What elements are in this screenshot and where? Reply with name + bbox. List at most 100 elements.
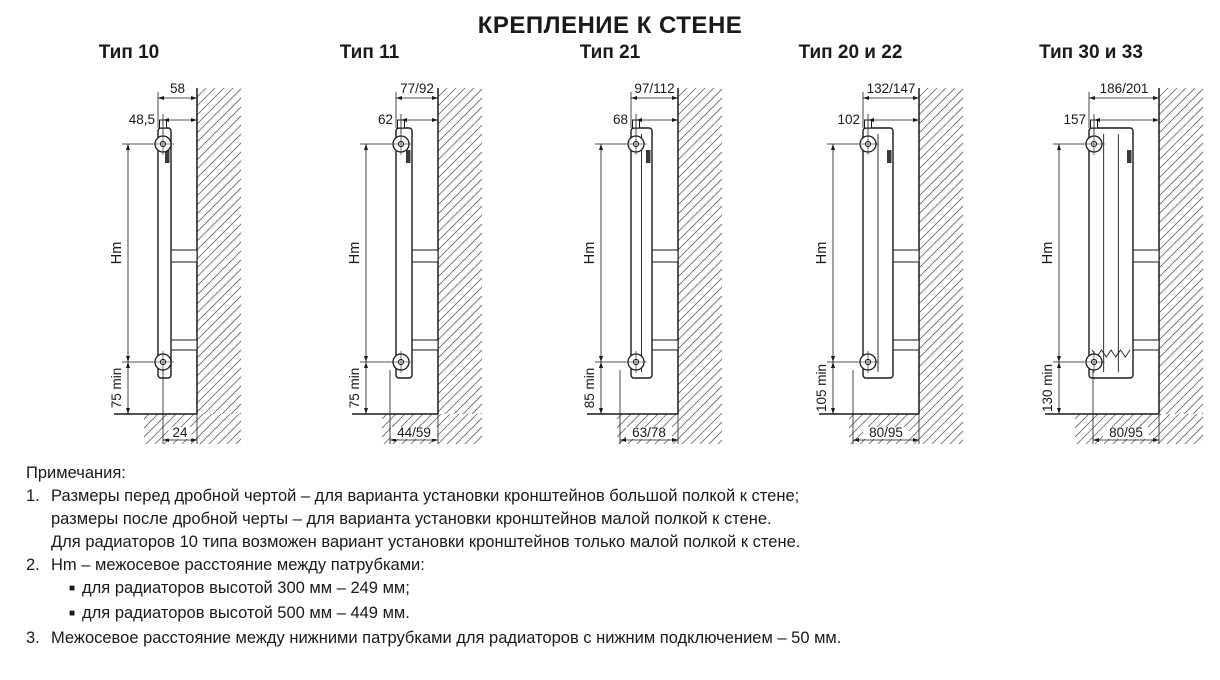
- dimension-arrows: [830, 96, 919, 442]
- pipe-port: [389, 133, 412, 155]
- dim-bottom-label: 80/95: [1109, 425, 1143, 440]
- bullet-square-icon: ■: [69, 608, 76, 619]
- page-title: КРЕПЛЕНИЕ К СТЕНЕ: [477, 12, 743, 39]
- bullet-text: для радиаторов высотой 300 мм – 249 мм;: [82, 579, 410, 597]
- bullet-square-icon: ■: [69, 583, 76, 594]
- wall-bracket: [411, 249, 438, 351]
- dim-floor-min-label: 75 min: [347, 368, 362, 409]
- radiator-body: [1088, 119, 1134, 379]
- dim-bottom-label: 24: [172, 425, 188, 440]
- radiator-body: [157, 119, 172, 379]
- wall-bracket: [892, 249, 919, 351]
- note-line: размеры после дробной черты – для вариан…: [51, 510, 772, 528]
- dim-hm-label: Hm: [582, 242, 598, 265]
- radiator-body: [630, 119, 653, 379]
- bullet-text: для радиаторов высотой 500 мм – 449 мм.: [82, 604, 410, 622]
- wall-bracket: [651, 249, 679, 351]
- radiator-body: [394, 119, 413, 379]
- note-item-1: 1. Размеры перед дробной чертой – для ва…: [26, 485, 1220, 554]
- pipe-port: [1083, 351, 1105, 373]
- dim-overall-depth-label: 77/92: [400, 81, 434, 96]
- bullet-item: ■ для радиаторов высотой 500 мм – 449 мм…: [69, 602, 1220, 627]
- wall-hatching: [678, 88, 722, 414]
- dim-hm-label: Hm: [814, 242, 830, 265]
- dim-bottom-label: 44/59: [397, 425, 431, 440]
- dim-overall-depth-label: 186/201: [1100, 81, 1149, 96]
- dimension-arrows: [126, 96, 197, 442]
- note-body: Межосевое расстояние между нижними патру…: [51, 627, 1220, 650]
- note-item-2: 2. Hm – межосевое расстояние между патру…: [26, 554, 1220, 627]
- note-item-3: 3. Межосевое расстояние между нижними па…: [26, 627, 1220, 650]
- bullet-item: ■ для радиаторов высотой 300 мм – 249 мм…: [69, 577, 1220, 602]
- wall-hatching: [197, 88, 241, 414]
- pipe-port: [1083, 133, 1105, 155]
- pipe-port: [856, 133, 879, 155]
- note-body: Hm – межосевое расстояние между патрубка…: [51, 554, 1220, 627]
- note-line: Для радиаторов 10 типа возможен вариант …: [51, 533, 801, 551]
- dim-axis-to-wall-label: 157: [1063, 112, 1086, 127]
- wall-bracket: [170, 249, 198, 351]
- pipe-port: [389, 351, 412, 373]
- dimension-arrows: [1057, 96, 1159, 442]
- note-number: 2.: [26, 556, 40, 574]
- note-line: Межосевое расстояние между нижними патру…: [51, 629, 842, 647]
- wall-hatching: [437, 88, 482, 414]
- dim-floor-min-label: 75 min: [109, 368, 124, 409]
- diagram-title-tip-11: Тип 11: [339, 42, 400, 63]
- diagram-title-tip-20-22: Тип 20 и 22: [798, 42, 903, 63]
- notes-heading: Примечания:: [26, 464, 126, 482]
- dim-floor-min-label: 85 min: [582, 368, 597, 409]
- dim-axis-to-wall-label: 68: [613, 112, 628, 127]
- dimension-lines: [1053, 92, 1160, 444]
- dimension-lines: [595, 92, 679, 444]
- note-line: Размеры перед дробной чертой – для вариа…: [51, 487, 800, 505]
- floor-hatching: [144, 414, 241, 444]
- note-line: Hm – межосевое расстояние между патрубка…: [51, 556, 425, 574]
- note-body: Размеры перед дробной чертой – для вариа…: [51, 485, 1220, 554]
- dimension-lines: [359, 92, 438, 444]
- dim-bottom-label: 63/78: [632, 425, 666, 440]
- dimension-arrows: [599, 96, 678, 442]
- wall-bracket: [1132, 249, 1160, 351]
- wall-hatching: [1159, 88, 1203, 414]
- dim-overall-depth-label: 132/147: [866, 81, 915, 96]
- notes-section: Примечания: 1. Размеры перед дробной чер…: [26, 462, 1220, 650]
- dim-bottom-label: 80/95: [869, 425, 903, 440]
- pipe-port: [856, 351, 879, 373]
- dim-overall-depth-label: 58: [170, 81, 185, 96]
- diagram-title-tip-21: Тип 21: [579, 42, 641, 63]
- diagram-title-tip-10: Тип 10: [98, 42, 160, 63]
- dimension-lines: [826, 92, 919, 444]
- note-number: 3.: [26, 629, 40, 647]
- dim-axis-to-wall-label: 102: [837, 112, 860, 127]
- dim-axis-to-wall-label: 62: [377, 112, 392, 127]
- radiator-body: [861, 119, 894, 379]
- pipe-port: [625, 351, 647, 373]
- dim-hm-label: Hm: [347, 242, 363, 265]
- dim-floor-min-label: 105 min: [814, 364, 829, 412]
- pipe-port: [152, 133, 174, 155]
- pipe-port: [625, 133, 647, 155]
- dim-hm-label: Hm: [1040, 242, 1056, 265]
